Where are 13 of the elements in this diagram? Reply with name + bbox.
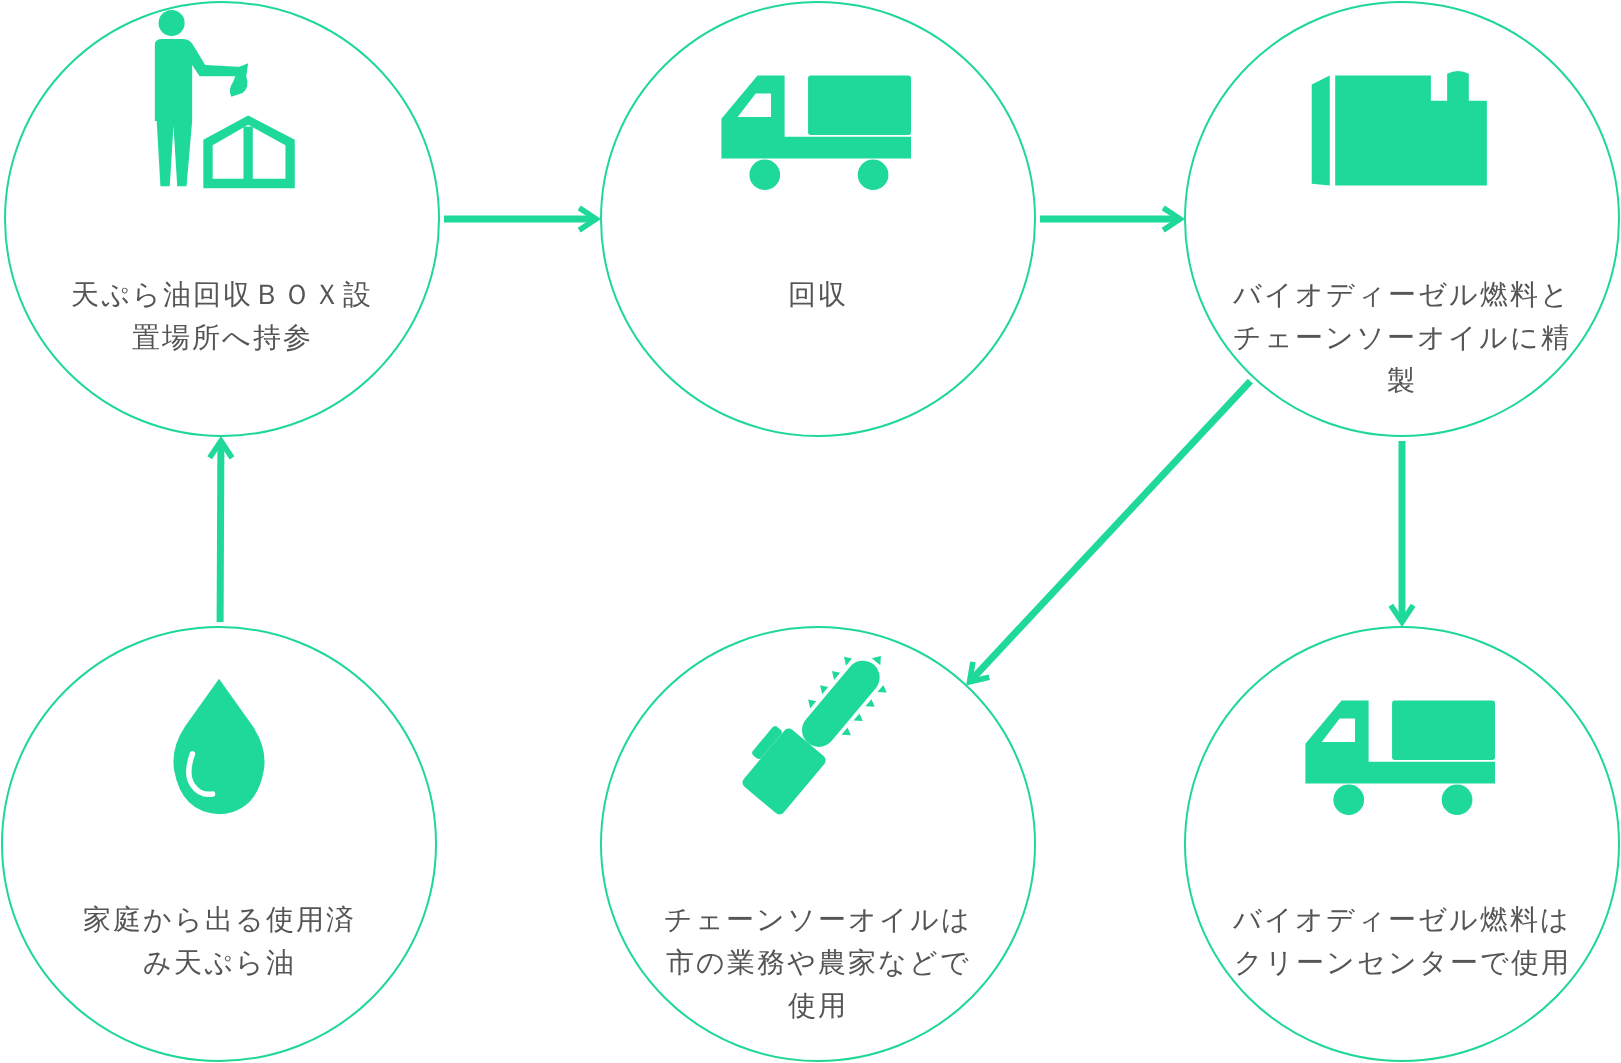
step-text: 回収 xyxy=(787,277,849,313)
step-text: バイオディーゼル燃料とチェーンソーオイルに精製 xyxy=(1232,277,1572,399)
step-text: バイオディーゼル燃料はクリーンセンターで使用 xyxy=(1232,902,1572,981)
step-text: チェーンソーオイルは市の業務や農家などで使用 xyxy=(663,902,973,1024)
circle-node xyxy=(1184,626,1620,1062)
circle-node xyxy=(600,1,1036,437)
circle-node xyxy=(1184,1,1620,437)
circle-node xyxy=(1,626,437,1062)
step-text: 家庭から出る使用済み天ぷら油 xyxy=(81,902,357,981)
circle-node xyxy=(600,626,1036,1062)
step-text: 天ぷら油回収ＢＯＸ設置場所へ持参 xyxy=(70,277,374,356)
arrow xyxy=(966,378,1253,685)
circle-node xyxy=(4,1,440,437)
